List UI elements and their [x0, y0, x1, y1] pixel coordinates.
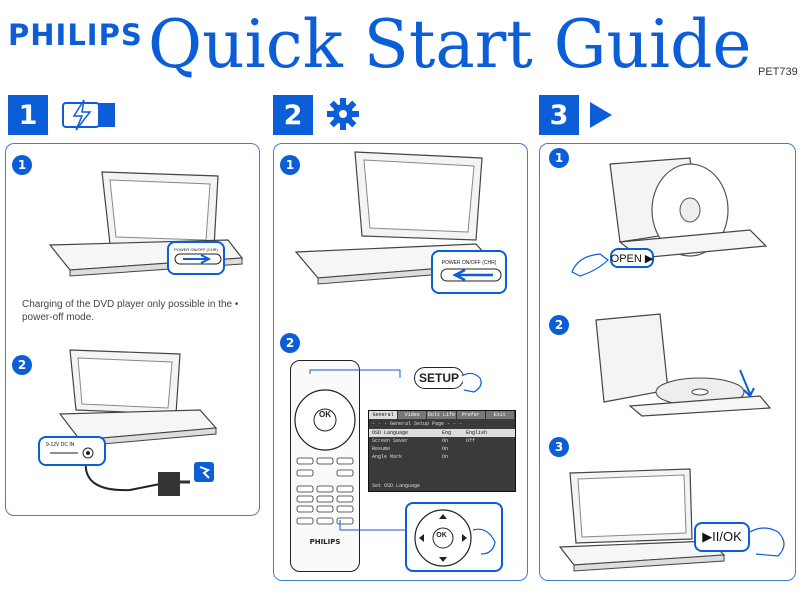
hand-press-icon: [571, 253, 609, 277]
page-title: Quick Start Guide: [148, 6, 752, 83]
remote-ok-label: OK: [319, 410, 331, 419]
dc-in-label: 9-12V DC IN: [46, 442, 75, 448]
hand-press-icon: [749, 527, 785, 557]
step-1-number: 1: [8, 95, 48, 135]
dvd-player-playing-illustration: [558, 468, 726, 572]
disc-insert-illustration: [595, 313, 772, 417]
substep-badge: 1: [12, 155, 32, 175]
tab-exit: Exit: [486, 411, 516, 419]
remote-nav-pad: [294, 389, 356, 451]
setup-key[interactable]: SETUP: [414, 367, 464, 389]
substep-badge: 2: [549, 315, 569, 335]
gear-icon: [327, 98, 359, 130]
tab-prefer: Prefer: [457, 411, 486, 419]
play-ok-button[interactable]: ▶II/OK: [702, 529, 742, 544]
remote-brand: PHILIPS: [309, 538, 341, 546]
play-ok-button-callout: ▶II/OK: [694, 522, 750, 552]
callout-connectors: [309, 369, 406, 531]
dc-in-callout: 9-12V DC IN: [38, 436, 106, 466]
setup-page-title: - - - General Setup Page - - -: [372, 421, 463, 427]
open-button[interactable]: OPEN ▶: [610, 252, 654, 265]
battery-charging-icon: [62, 99, 115, 131]
play-icon: [590, 102, 612, 128]
nav-pad-icon: [414, 509, 496, 567]
dvd-player-illustration: [294, 151, 496, 285]
setup-menu-screen: General Video Dolt Life Prefer Exit - - …: [368, 410, 516, 492]
setup-footer: Set OSD Language: [372, 483, 421, 489]
open-button-callout: OPEN ▶: [610, 248, 654, 268]
substep-badge: 1: [280, 155, 300, 175]
dvd-player-charging-illustration: [58, 349, 218, 496]
tab-video: Video: [398, 411, 428, 419]
tab-dolt-life: Dolt Life: [428, 411, 457, 419]
substep-badge: 2: [12, 355, 32, 375]
brand-logo: PHILIPS: [8, 18, 143, 52]
arrow-right-icon: [174, 253, 222, 265]
model-number: PET739: [758, 66, 798, 78]
arrow-left-icon: [440, 268, 502, 282]
dc-port-icon: [50, 447, 94, 459]
setup-tabs: General Video Dolt Life Prefer Exit: [369, 411, 516, 419]
remote-keypad: [296, 457, 354, 525]
nav-pad-callout: [405, 502, 503, 572]
charging-note: Charging of the DVD player only possible…: [22, 299, 239, 323]
switch-label: POWER ON/OFF (CHR): [174, 247, 218, 252]
substep-badge: 1: [549, 148, 569, 168]
substep-badge: 2: [280, 333, 300, 353]
ok-key[interactable]: OK: [436, 532, 447, 539]
hand-press-icon: [461, 372, 482, 393]
switch-label: POWER ON/OFF (CHR): [441, 260, 497, 266]
step-3-number: 3: [539, 95, 579, 135]
power-switch-callout: POWER ON/OFF (CHR): [431, 250, 507, 294]
plug-icon: [194, 462, 214, 482]
power-switch-callout: POWER ON/OFF (CHR): [167, 241, 225, 275]
tab-general: General: [369, 411, 399, 419]
substep-badge: 3: [549, 437, 569, 457]
step-2-number: 2: [273, 95, 313, 135]
